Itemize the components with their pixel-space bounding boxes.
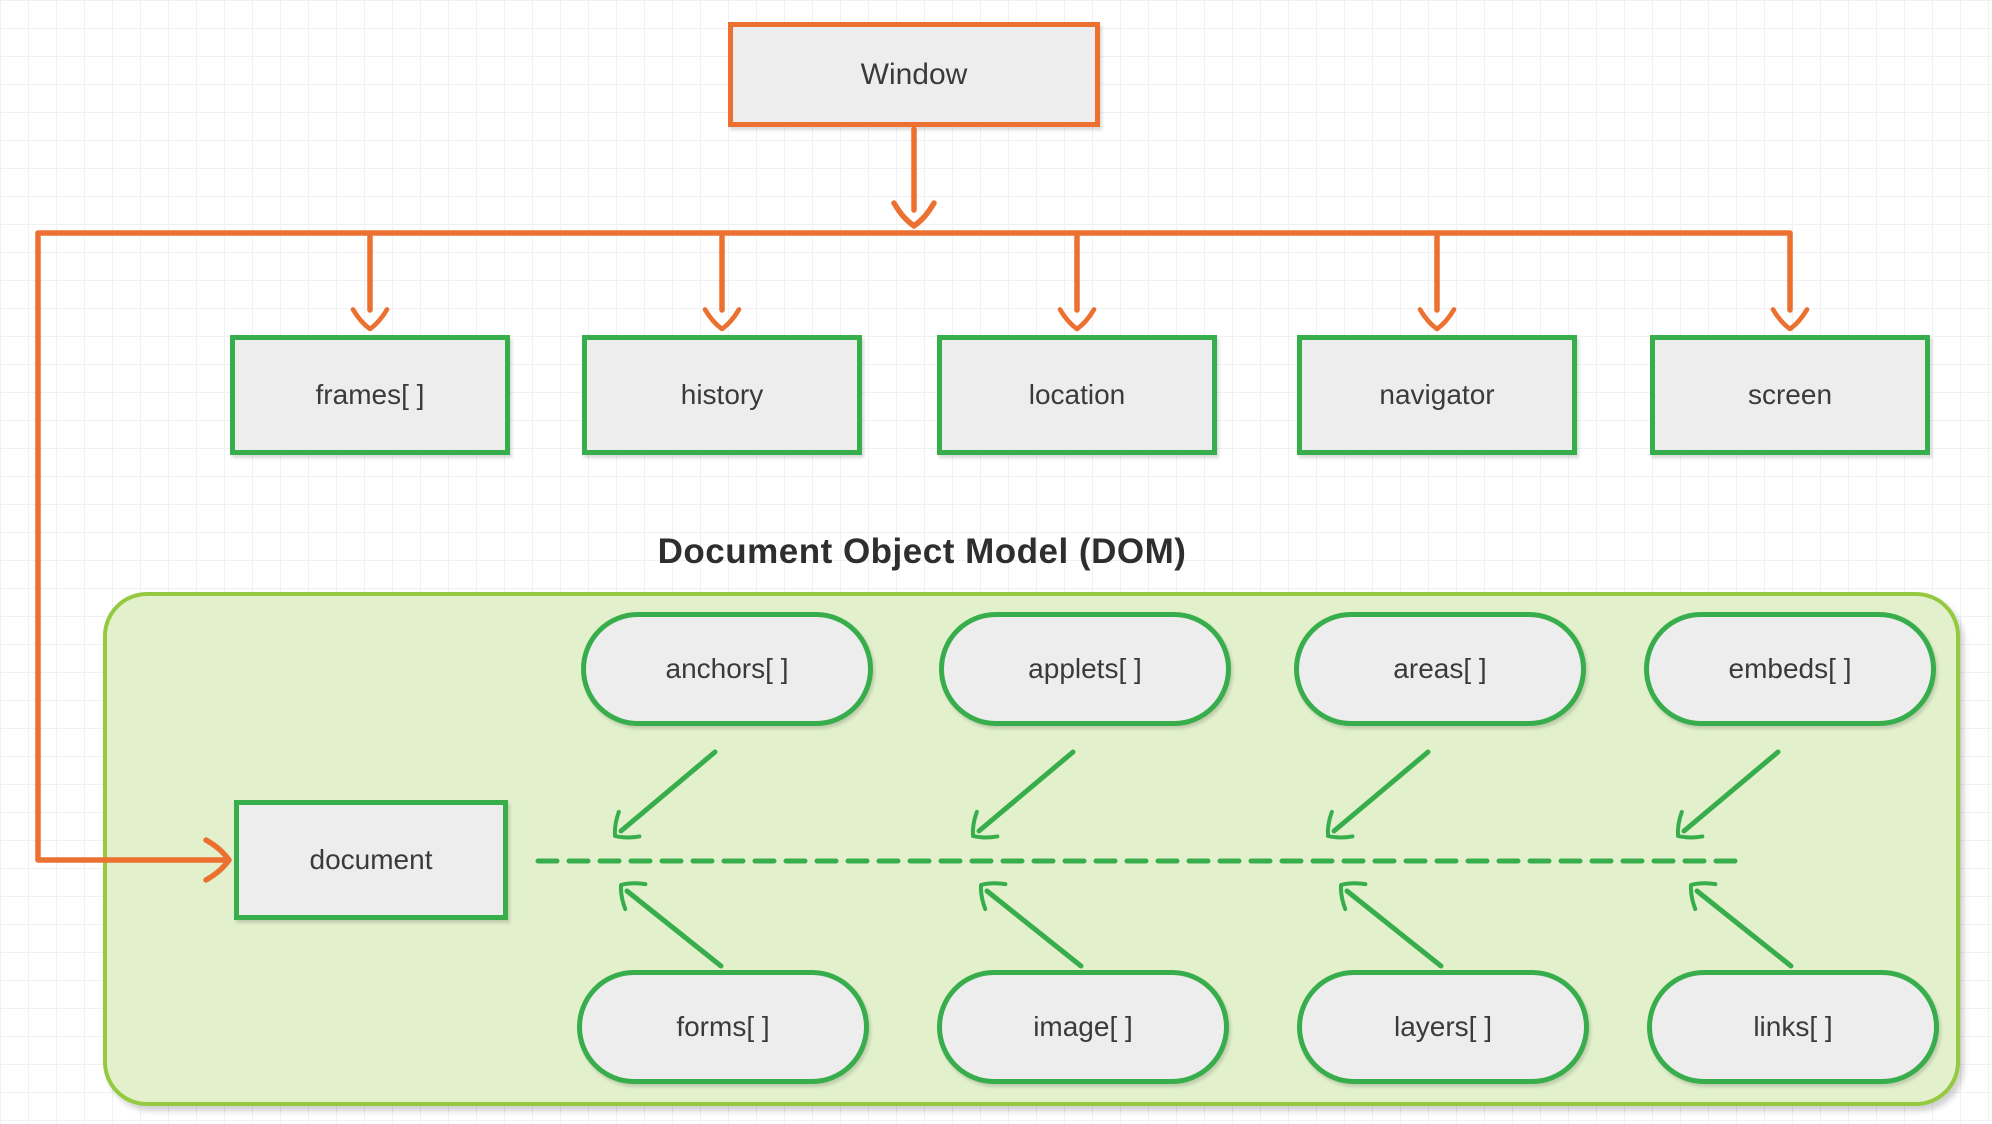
node-navigator-label: navigator [1379,379,1495,410]
node-links: links[ ] [1647,970,1939,1084]
node-layers-label: layers[ ] [1393,1011,1493,1042]
node-history: history [582,335,862,455]
diagram-title: Document Object Model (DOM) [657,532,1187,571]
node-layers: layers[ ] [1297,970,1589,1084]
node-image-label: image[ ] [1033,1011,1133,1042]
node-forms: forms[ ] [577,970,869,1084]
node-image: image[ ] [937,970,1229,1084]
node-forms-label: forms[ ] [676,1011,770,1042]
node-document-label: document [309,844,433,875]
node-window-label: Window [860,57,968,91]
node-screen: screen [1650,335,1930,455]
arrowhead-location [1060,309,1094,329]
node-embeds: embeds[ ] [1644,612,1936,726]
node-screen-label: screen [1747,379,1833,410]
node-document: document [234,800,508,920]
node-frames-label: frames[ ] [315,379,425,410]
arrowhead-navigator [1420,309,1454,329]
arrowhead-history [705,309,739,329]
node-history-label: history [680,379,764,410]
node-areas: areas[ ] [1294,612,1586,726]
node-location-label: location [1028,379,1126,410]
node-window: Window [728,22,1100,127]
node-applets: applets[ ] [939,612,1231,726]
node-areas-label: areas[ ] [1393,653,1487,684]
node-embeds-label: embeds[ ] [1728,653,1852,684]
node-links-label: links[ ] [1753,1011,1833,1042]
node-location: location [937,335,1217,455]
node-applets-label: applets[ ] [1028,653,1142,684]
node-navigator: navigator [1297,335,1577,455]
node-anchors-label: anchors[ ] [665,653,789,684]
arrowhead-screen [1773,309,1807,329]
node-frames: frames[ ] [230,335,510,455]
arrowhead-window-drop [894,203,934,226]
arrowhead-frames [353,309,387,329]
node-anchors: anchors[ ] [581,612,873,726]
